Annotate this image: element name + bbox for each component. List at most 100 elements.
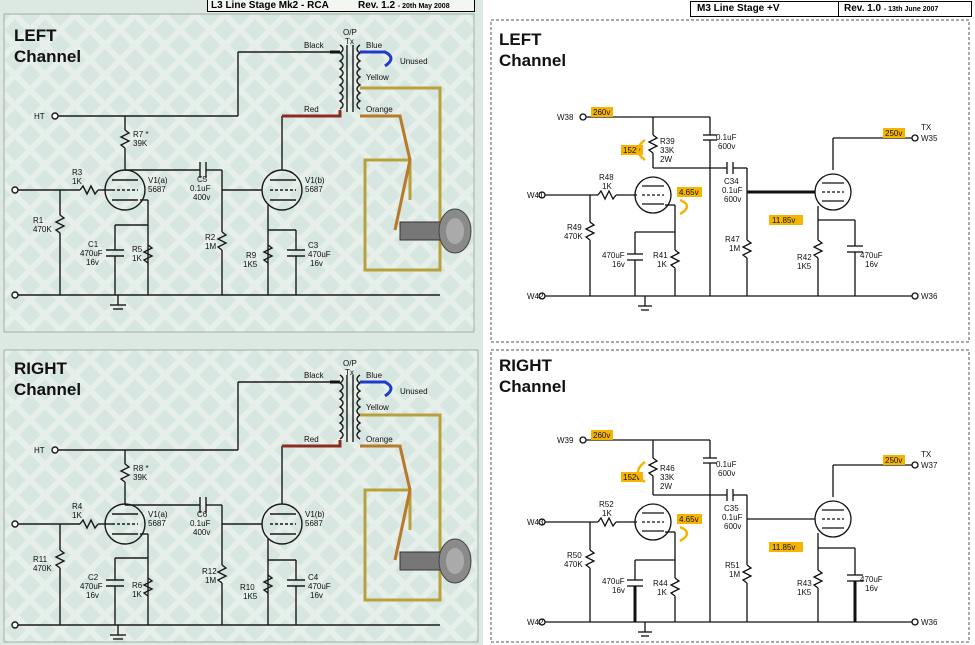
left-ch-bottom-labels: RIGHT Channel HT R8 * 39K R4 1K R11 470K… bbox=[14, 359, 428, 601]
svg-text:39K: 39K bbox=[133, 473, 148, 482]
left-rca-socket bbox=[399, 208, 472, 254]
svg-text:470uF: 470uF bbox=[602, 577, 625, 586]
svg-text:1K: 1K bbox=[657, 260, 667, 269]
svg-text:600v: 600v bbox=[724, 522, 741, 531]
svg-text:W35: W35 bbox=[921, 134, 938, 143]
svg-text:400v: 400v bbox=[193, 193, 210, 202]
svg-text:R8 *: R8 * bbox=[133, 464, 149, 473]
right-sheet: M3 Line Stage +V Rev. 1.0 - 13th June 20… bbox=[485, 0, 975, 645]
left-ch-top-labels: LEFT Channel HT R7 * 39K R3 1K R1 470K C… bbox=[14, 26, 428, 269]
svg-text:R44: R44 bbox=[653, 579, 668, 588]
svg-text:R46: R46 bbox=[660, 464, 675, 473]
svg-text:39K: 39K bbox=[133, 139, 148, 148]
right-title-block: M3 Line Stage +V Rev. 1.0 - 13th June 20… bbox=[690, 1, 972, 17]
svg-text:W38: W38 bbox=[557, 113, 574, 122]
right-rev-divider bbox=[838, 2, 839, 16]
svg-text:R50: R50 bbox=[567, 551, 582, 560]
svg-text:1K5: 1K5 bbox=[243, 592, 258, 601]
svg-text:R52: R52 bbox=[599, 500, 614, 509]
svg-text:V1(b): V1(b) bbox=[305, 176, 325, 185]
svg-text:1K5: 1K5 bbox=[797, 262, 812, 271]
svg-text:1M: 1M bbox=[729, 244, 740, 253]
svg-text:R4: R4 bbox=[72, 502, 83, 511]
svg-text:1K: 1K bbox=[602, 182, 612, 191]
svg-text:1K: 1K bbox=[657, 588, 667, 597]
left-rev: Rev. 1.2 - 20th May 2008 bbox=[358, 0, 450, 11]
svg-text:0.1uF: 0.1uF bbox=[716, 133, 737, 142]
svg-text:C35: C35 bbox=[724, 504, 739, 513]
svg-text:16v: 16v bbox=[86, 591, 99, 600]
svg-text:RIGHT: RIGHT bbox=[14, 359, 68, 378]
svg-text:R7 *: R7 * bbox=[133, 130, 149, 139]
right-rev: Rev. 1.0 - 13th June 2007 bbox=[844, 3, 939, 14]
svg-text:C34: C34 bbox=[724, 177, 739, 186]
svg-text:470K: 470K bbox=[33, 225, 52, 234]
svg-text:1M: 1M bbox=[205, 576, 216, 585]
svg-text:W36: W36 bbox=[921, 292, 938, 301]
svg-text:600v: 600v bbox=[718, 142, 735, 151]
svg-text:4.65v: 4.65v bbox=[679, 515, 699, 524]
svg-text:0.1uF: 0.1uF bbox=[722, 186, 743, 195]
svg-text:V1(b): V1(b) bbox=[305, 510, 325, 519]
svg-text:Blue: Blue bbox=[366, 371, 383, 380]
svg-text:TX: TX bbox=[921, 123, 932, 132]
svg-text:R3: R3 bbox=[72, 168, 83, 177]
svg-text:HT: HT bbox=[34, 112, 45, 121]
svg-text:470K: 470K bbox=[564, 232, 583, 241]
svg-text:600v: 600v bbox=[718, 469, 735, 478]
svg-text:1K: 1K bbox=[72, 511, 82, 520]
m3-right-voltages: 260v 152v 4.65v 250v 11.85v bbox=[591, 430, 905, 552]
svg-text:600v: 600v bbox=[724, 195, 741, 204]
svg-text:Yellow: Yellow bbox=[366, 73, 389, 82]
svg-text:Unused: Unused bbox=[400, 387, 428, 396]
svg-text:260v: 260v bbox=[593, 108, 610, 117]
svg-text:R1: R1 bbox=[33, 216, 44, 225]
svg-text:C4: C4 bbox=[308, 573, 319, 582]
svg-text:1M: 1M bbox=[205, 242, 216, 251]
svg-text:HT: HT bbox=[34, 446, 45, 455]
m3-left-labels: LEFT Channel W38 W41 W42 TX W35 W36 R39 … bbox=[499, 30, 938, 301]
right-sheet-schematic: 260v 152v 4.65v 250v 11.85v LEFT Channel… bbox=[490, 19, 970, 643]
svg-text:5687: 5687 bbox=[305, 519, 323, 528]
svg-text:16v: 16v bbox=[310, 591, 323, 600]
svg-text:Channel: Channel bbox=[499, 377, 566, 396]
svg-text:R42: R42 bbox=[797, 253, 812, 262]
svg-text:W43: W43 bbox=[527, 518, 544, 527]
svg-text:152v: 152v bbox=[623, 473, 640, 482]
svg-text:470uF: 470uF bbox=[308, 582, 331, 591]
svg-text:R11: R11 bbox=[33, 555, 48, 564]
svg-text:Unused: Unused bbox=[400, 57, 428, 66]
svg-text:2W: 2W bbox=[660, 155, 672, 164]
svg-text:0.1uF: 0.1uF bbox=[722, 513, 743, 522]
svg-text:470uF: 470uF bbox=[602, 251, 625, 260]
svg-text:W37: W37 bbox=[921, 461, 938, 470]
svg-text:0.1uF: 0.1uF bbox=[190, 519, 211, 528]
svg-text:Red: Red bbox=[304, 435, 319, 444]
m3-right-labels: RIGHT Channel W39 W43 W42 TX W37 W36 R46… bbox=[499, 356, 938, 627]
svg-text:C5: C5 bbox=[197, 175, 208, 184]
svg-text:RIGHT: RIGHT bbox=[499, 356, 553, 375]
svg-text:W39: W39 bbox=[557, 436, 574, 445]
svg-text:Orange: Orange bbox=[366, 435, 393, 444]
svg-text:R49: R49 bbox=[567, 223, 582, 232]
svg-text:152v: 152v bbox=[623, 146, 640, 155]
svg-text:Tx: Tx bbox=[345, 37, 354, 46]
svg-text:R6: R6 bbox=[132, 581, 143, 590]
left-sheet: L3 Line Stage Mk2 - RCA Rev. 1.2 - 20th … bbox=[0, 0, 483, 645]
svg-text:R9: R9 bbox=[246, 251, 257, 260]
svg-text:470uF: 470uF bbox=[308, 250, 331, 259]
svg-text:Channel: Channel bbox=[14, 380, 81, 399]
svg-text:250v: 250v bbox=[885, 129, 902, 138]
svg-text:C6: C6 bbox=[197, 510, 208, 519]
svg-text:16v: 16v bbox=[310, 259, 323, 268]
svg-text:LEFT: LEFT bbox=[499, 30, 542, 49]
svg-text:R12: R12 bbox=[202, 567, 217, 576]
svg-text:16v: 16v bbox=[865, 584, 878, 593]
svg-text:0.1uF: 0.1uF bbox=[190, 184, 211, 193]
svg-text:Orange: Orange bbox=[366, 105, 393, 114]
svg-text:W42: W42 bbox=[527, 618, 544, 627]
svg-text:1K: 1K bbox=[132, 590, 142, 599]
left-title-block: L3 Line Stage Mk2 - RCA Rev. 1.2 - 20th … bbox=[207, 0, 475, 12]
svg-text:O/P: O/P bbox=[343, 28, 357, 37]
svg-text:470uF: 470uF bbox=[80, 582, 103, 591]
